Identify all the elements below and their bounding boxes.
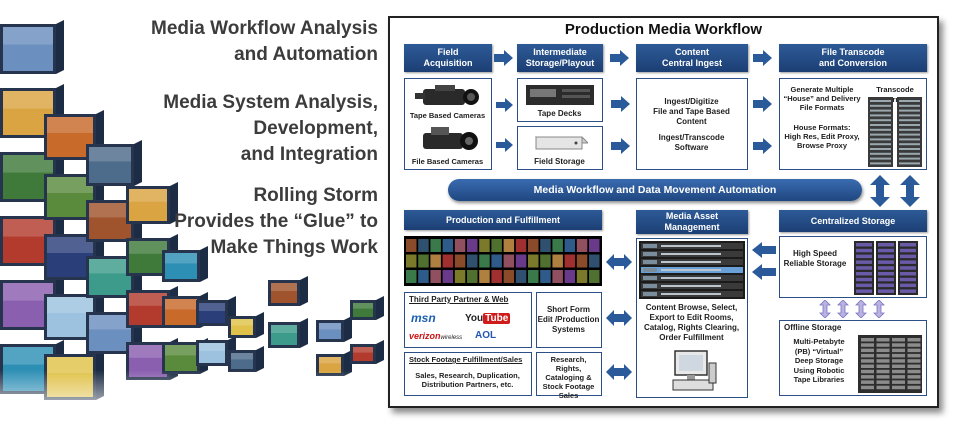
headline-line: Make Things Work: [210, 237, 378, 258]
right-arrow-icon: [753, 138, 772, 154]
mam-desc-text: Content Browse, Select,Export to Edit Ro…: [643, 303, 740, 342]
stock-footage-label: Stock Footage Fulfillment/Sales: [409, 355, 523, 364]
deep-storage-text: Multi-Petabyte(PB) “Virtual”Deep Storage…: [793, 337, 845, 384]
offline-storage-box: Offline Storage Multi-Petabyte(PB) “Virt…: [779, 320, 927, 396]
thumbnail-strip: [404, 236, 602, 286]
headline-rolling-storm: Rolling Storm Provides the “Glue” to Mak…: [118, 183, 378, 261]
third-party-label: Third Party Partner & Web: [409, 295, 509, 304]
headline-line: Provides the “Glue” to: [174, 211, 378, 232]
left-right-arrow-icon: [606, 310, 632, 326]
media-cubes-artwork: [0, 20, 400, 425]
headline-line: Media System Analysis,: [163, 92, 378, 113]
stock-footage-desc: Sales, Research, Duplication,Distributio…: [415, 371, 520, 389]
stock-footage-box: Stock Footage Fulfillment/Sales Sales, R…: [404, 352, 532, 396]
headline-line: and Automation: [234, 44, 378, 65]
storage-array-icon: [854, 241, 918, 295]
right-arrow-icon: [611, 138, 630, 154]
server-rack-icon: [868, 97, 922, 167]
right-arrow-icon: [496, 98, 513, 112]
field-acquisition-box: Tape Based Cameras File Based Cameras: [404, 78, 492, 170]
left-right-arrow-icon: [606, 364, 632, 380]
msn-logo: msn: [411, 311, 436, 325]
offline-storage-label: Offline Storage: [784, 323, 842, 332]
headline-line: Rolling Storm: [253, 185, 378, 206]
tape-cameras-label: Tape Based Cameras: [409, 111, 486, 120]
right-arrow-icon: [610, 50, 629, 66]
verizon-logo: verizonwireless: [409, 331, 463, 341]
research-text: Research, Rights,Cataloging &Stock Foota…: [542, 355, 595, 400]
tape-camera-icon: [415, 85, 479, 105]
asset-list-screen-icon: [639, 241, 745, 299]
up-down-arrows-icon: [819, 300, 885, 318]
left-right-arrow-icon: [606, 254, 632, 270]
mam-box: Content Browse, Select,Export to Edit Ro…: [636, 238, 748, 398]
diagram-title: Production Media Workflow: [564, 21, 763, 38]
up-down-arrow-icon: [870, 175, 890, 207]
file-camera-icon: [423, 127, 478, 150]
file-cameras-label: File Based Cameras: [411, 157, 484, 166]
up-down-arrow-icon: [900, 175, 920, 207]
headline-workflow-analysis: Media Workflow Analysis and Automation: [118, 16, 378, 68]
transcode-house-text: House Formats:High Res, Edit Proxy,Brows…: [784, 123, 860, 150]
right-arrow-icon: [494, 50, 513, 66]
headline-line: Media Workflow Analysis: [151, 18, 378, 39]
aol-logo: AOL: [475, 330, 497, 341]
headline-line: Development,: [253, 118, 378, 139]
left-arrow-icon: [752, 264, 776, 280]
field-storage-drive-icon: [534, 136, 588, 150]
right-arrow-icon: [611, 96, 630, 112]
computer-icon: [672, 350, 717, 391]
field-storage-label: Field Storage: [534, 157, 585, 166]
right-arrow-icon: [496, 138, 513, 152]
header-production-fulfillment: Production and Fulfillment: [404, 210, 602, 230]
tape-deck-icon: [526, 85, 594, 105]
tape-decks-box: Tape Decks: [517, 78, 603, 122]
tape-decks-label: Tape Decks: [537, 109, 582, 118]
header-centralized-storage: Centralized Storage: [779, 210, 927, 232]
thumbnail-grid-icon: [406, 239, 600, 283]
right-arrow-icon: [753, 96, 772, 112]
headline-line: and Integration: [240, 144, 378, 165]
tape-library-icon: [858, 335, 922, 393]
headline-system-analysis: Media System Analysis, Development, and …: [118, 90, 378, 168]
field-storage-box: Field Storage: [517, 126, 603, 170]
transcode-farms-label: Transcode Farms: [876, 85, 914, 104]
research-box: Research, Rights,Cataloging &Stock Foota…: [536, 352, 602, 400]
right-arrow-icon: [753, 50, 772, 66]
left-arrow-icon: [752, 242, 776, 258]
automation-bar: Media Workflow and Data Movement Automat…: [448, 179, 862, 201]
